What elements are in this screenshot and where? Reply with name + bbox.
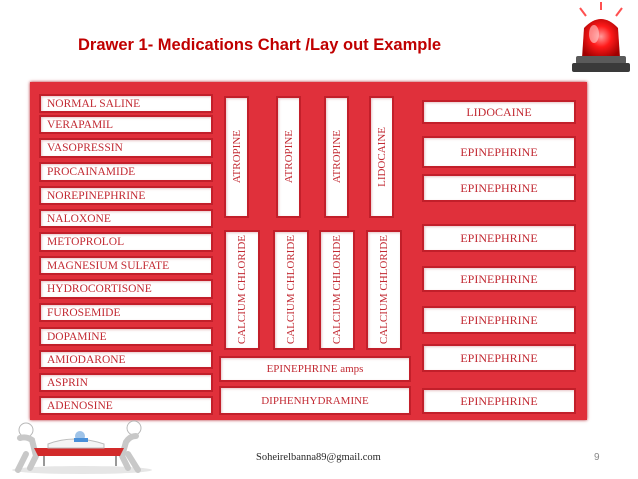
left-item-adenosine: ADENOSINE <box>39 396 213 415</box>
bottom-row-diphenhydramine: DIPHENHYDRAMINE <box>219 386 411 415</box>
right-item-lidocaine: LIDOCAINE <box>422 100 576 124</box>
right-item-epinephrine-5: EPINEPHRINE <box>422 306 576 334</box>
left-item-metoprolol: METOPROLOL <box>39 232 213 252</box>
bottom-row-epinephrine-amps: EPINEPHRINE amps <box>219 356 411 382</box>
medication-drawer: NORMAL SALINE VERAPAMIL VASOPRESSIN PROC… <box>30 82 587 420</box>
vertical-bottom-1: CALCIUM CHLORIDE <box>224 230 260 350</box>
left-item-norepinephrine: NOREPINEPHRINE <box>39 186 213 205</box>
left-item-hydrocortisone: HYDROCORTISONE <box>39 279 213 299</box>
vertical-bottom-2: CALCIUM CHLORIDE <box>273 230 309 350</box>
vertical-bottom-4: CALCIUM CHLORIDE <box>366 230 402 350</box>
right-item-epinephrine-2: EPINEPHRINE <box>422 174 576 202</box>
vertical-top-2: ATROPINE <box>276 96 301 218</box>
right-item-epinephrine-6: EPINEPHRINE <box>422 344 576 372</box>
right-item-epinephrine-1: EPINEPHRINE <box>422 136 576 168</box>
left-item-procainamide: PROCAINAMIDE <box>39 162 213 182</box>
footer-email: Soheirelbanna89@gmail.com <box>256 452 381 463</box>
left-item-dopamine: DOPAMINE <box>39 327 213 346</box>
left-item-magnesium-sulfate: MAGNESIUM SULFATE <box>39 256 213 275</box>
left-item-normal-saline: NORMAL SALINE <box>39 94 213 113</box>
page-title: Drawer 1- Medications Chart /Lay out Exa… <box>78 36 442 54</box>
left-item-naloxone: NALOXONE <box>39 209 213 228</box>
right-item-epinephrine-4: EPINEPHRINE <box>422 266 576 292</box>
vertical-top-1: ATROPINE <box>224 96 249 218</box>
left-item-amiodarone: AMIODARONE <box>39 350 213 369</box>
vertical-bottom-3: CALCIUM CHLORIDE <box>319 230 355 350</box>
vertical-top-4: LIDOCAINE <box>369 96 394 218</box>
siren-icon <box>572 2 630 72</box>
left-item-furosemide: FUROSEMIDE <box>39 303 213 322</box>
right-item-epinephrine-3: EPINEPHRINE <box>422 224 576 252</box>
right-item-epinephrine-7: EPINEPHRINE <box>422 388 576 414</box>
vertical-top-3: ATROPINE <box>324 96 349 218</box>
page-number: 9 <box>594 452 600 463</box>
left-item-asprin: ASPRIN <box>39 373 213 392</box>
left-item-verapamil: VERAPAMIL <box>39 115 213 134</box>
rescue-stretcher-illustration <box>12 420 152 474</box>
left-item-vasopressin: VASOPRESSIN <box>39 138 213 158</box>
